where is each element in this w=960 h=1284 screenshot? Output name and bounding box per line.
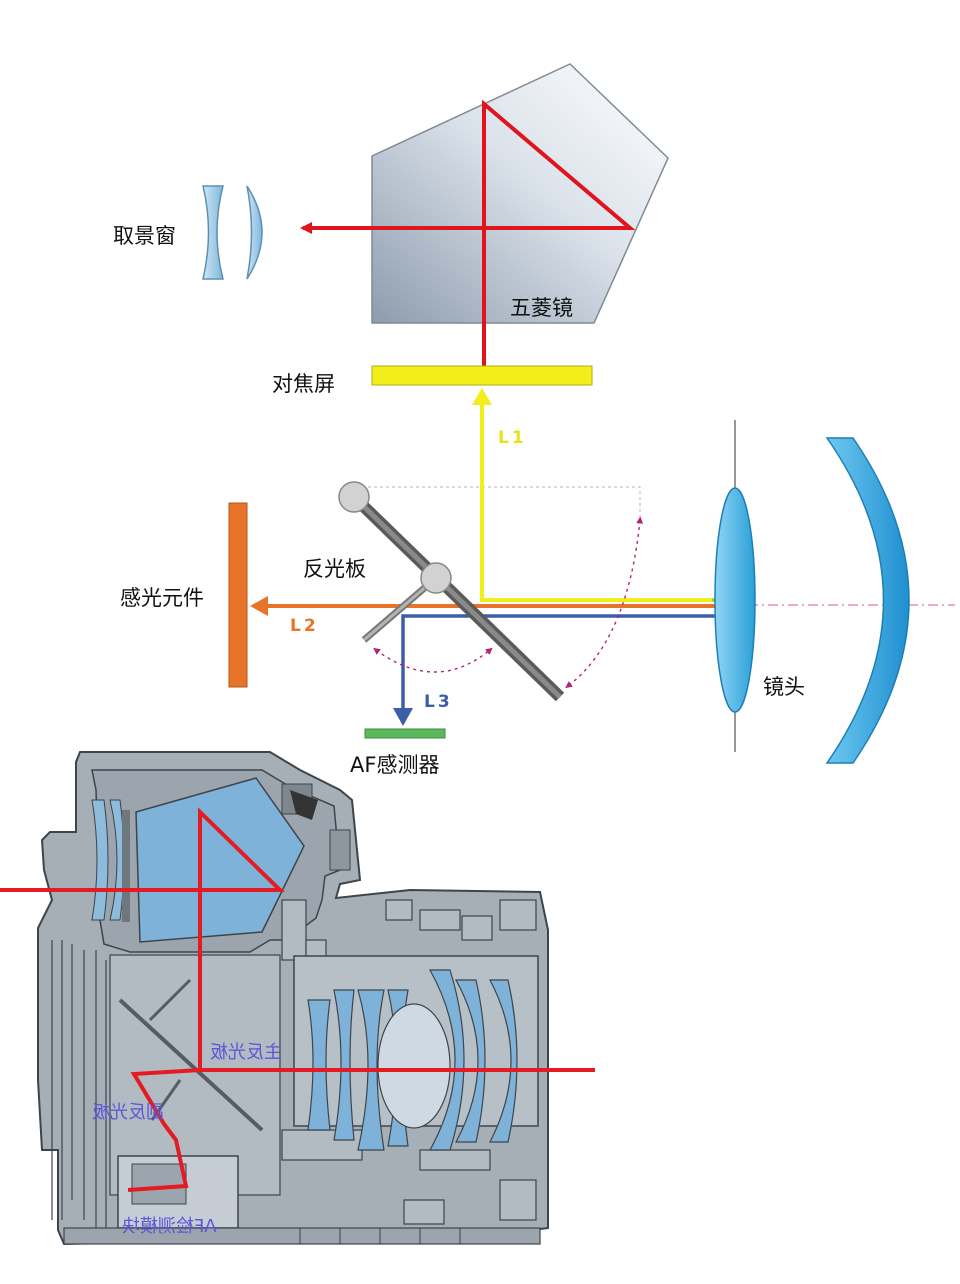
- focusing-screen-label: 对焦屏: [272, 372, 335, 396]
- cutaway-light-paths: [0, 807, 595, 1192]
- eyepiece-lens-concave: [202, 185, 224, 280]
- pentaprism-label: 五菱镜: [510, 296, 573, 320]
- ray-l2-label: L2: [290, 616, 319, 636]
- reflex-mirror-assembly: [338, 481, 565, 702]
- ray-l3-arrowhead: [393, 708, 413, 726]
- lens-label: 镜头: [763, 675, 805, 699]
- mirror-guide-dashed: [356, 486, 641, 520]
- ray-l2-arrowhead: [250, 596, 268, 616]
- af-sensor-label: AF感测器: [350, 753, 440, 777]
- camera-cutaway: [0, 751, 595, 1246]
- viewfinder-arrowhead: [300, 222, 312, 234]
- cutaway-af-module-label: AF检测模块: [122, 1216, 217, 1237]
- viewfinder-label: 取景窗: [113, 224, 176, 248]
- ray-l1-path: [480, 403, 735, 602]
- cutaway-pentaprism-glass: [135, 777, 305, 943]
- ray-l3-label: L3: [424, 692, 453, 712]
- cutaway-main-mirror: [118, 998, 264, 1132]
- focusing-screen-plate: [371, 365, 593, 386]
- sub-mirror-highlight: [363, 576, 437, 642]
- viewfinder-lens-group: [202, 185, 263, 280]
- ray-l1-label: L1: [498, 428, 527, 448]
- cutaway-main-mirror-label: 主反光板: [210, 1042, 282, 1063]
- image-sensor-plate: [228, 502, 248, 688]
- cutaway-sub-mirror-label: 副反光板: [92, 1102, 164, 1123]
- main-mirror-highlight: [352, 495, 562, 699]
- biconvex-lens: [714, 487, 756, 713]
- eyepiece-lens-convex: [246, 185, 263, 280]
- front-meniscus-lens: [825, 437, 910, 764]
- sensor-label: 感光元件: [120, 586, 204, 610]
- ray-l3-path: [401, 614, 735, 708]
- ray-l1-arrowhead: [472, 388, 492, 405]
- mirror-pivot-middle: [420, 562, 452, 594]
- reflex-mirror-label: 反光板: [303, 557, 366, 581]
- af-sensor-plate: [364, 728, 446, 739]
- pentaprism-shape: [371, 63, 669, 324]
- mirror-rotation-arcs: [373, 516, 644, 689]
- mirror-pivot-top: [338, 481, 370, 513]
- viewfinder-light-path: [303, 99, 636, 366]
